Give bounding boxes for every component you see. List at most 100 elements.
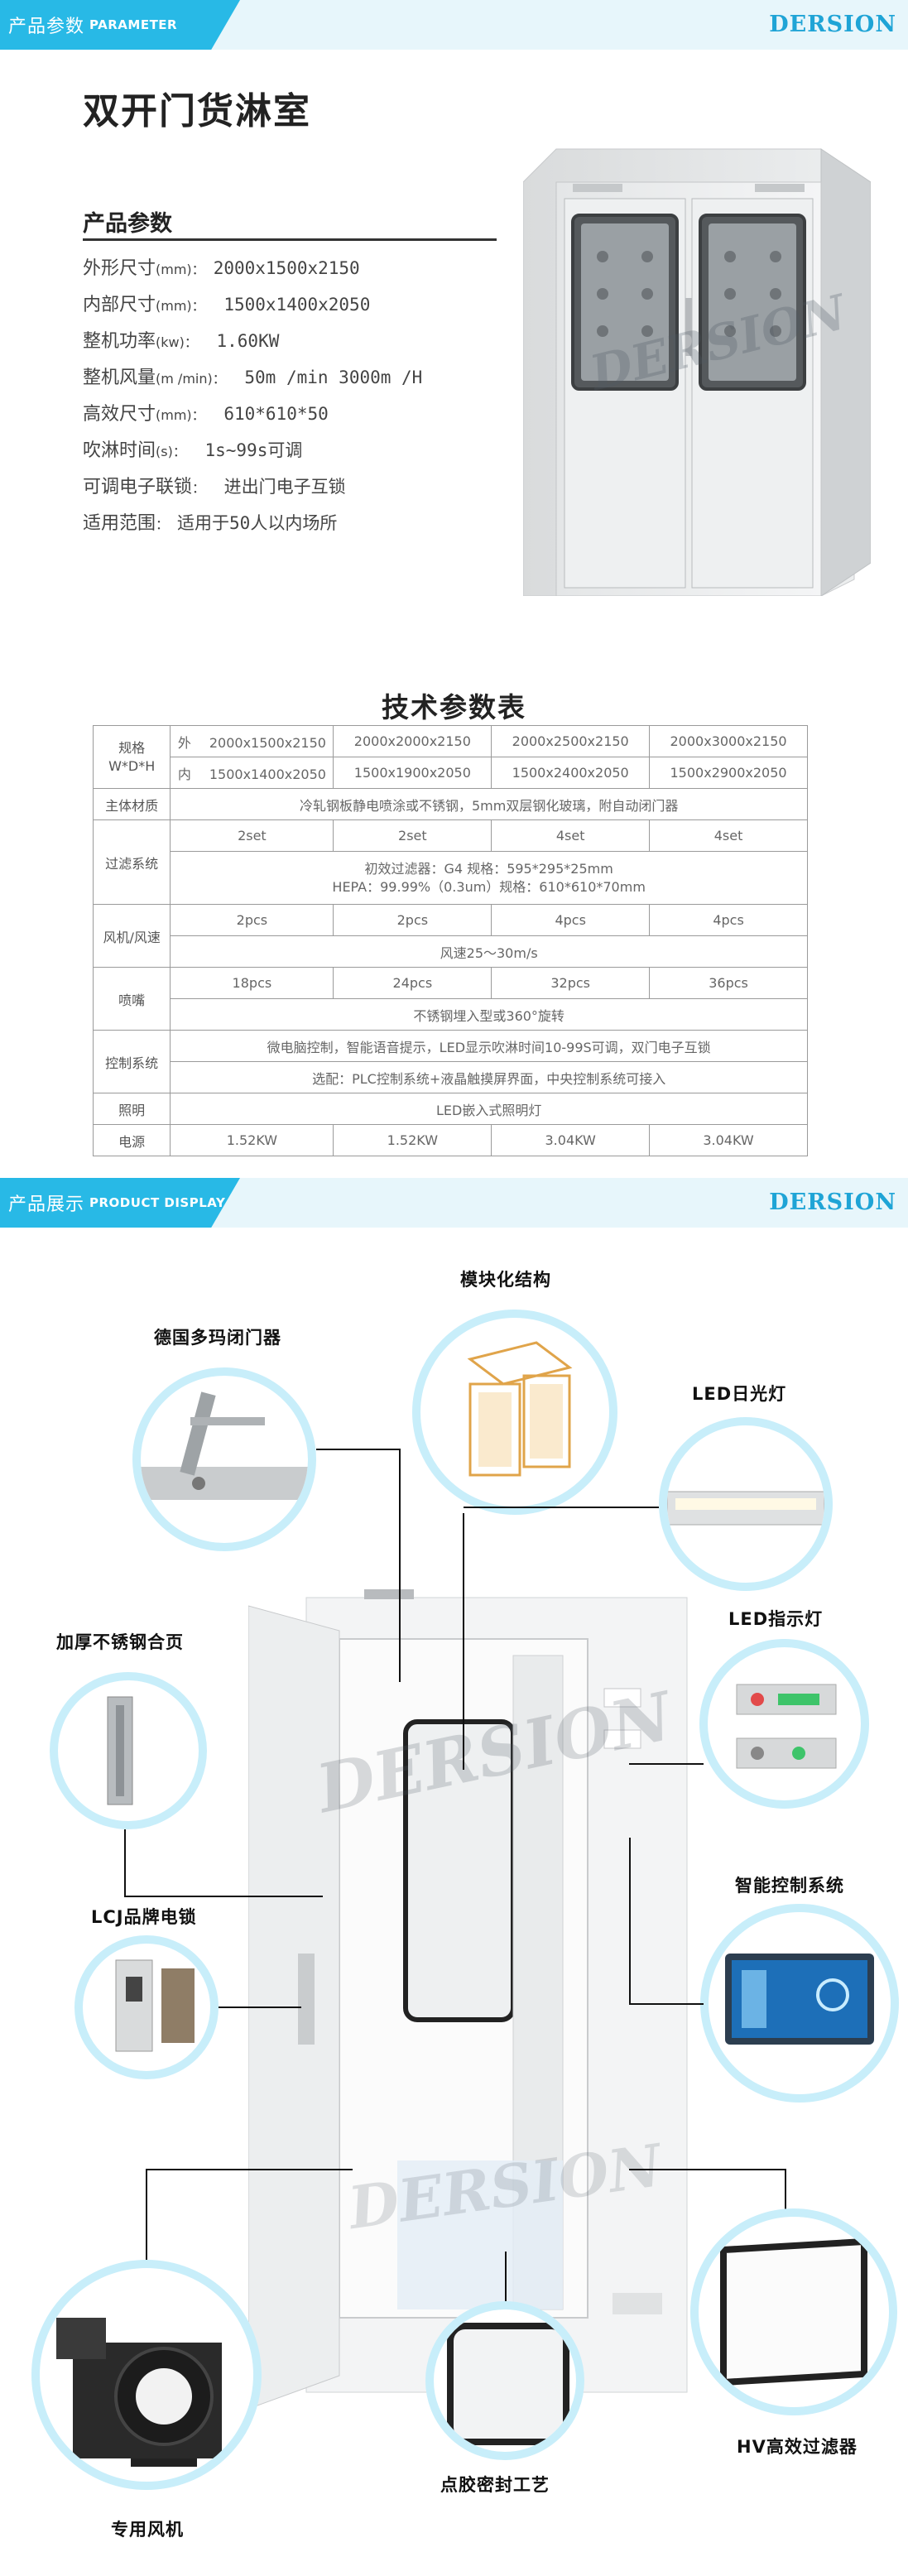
table-cell: 外 2000x1500x2150: [170, 725, 334, 757]
label-smart-control: 智能控制系统: [735, 1876, 844, 1896]
filter-line-2: HEPA：99.99%（0.3um）规格：610*610*70mm: [332, 878, 646, 895]
table-cell: 32pcs: [491, 967, 651, 999]
circle-closer: [132, 1367, 316, 1551]
inner-label: 内: [177, 766, 191, 782]
param-unit: (mm)：: [156, 298, 205, 314]
table-cell: 2pcs: [333, 904, 492, 936]
label-hepa: HV高效过滤器: [737, 2437, 858, 2457]
closer-icon: [141, 1391, 308, 1500]
table-cell: 选配：PLC控制系统+液晶触摸屏界面，中央控制系统可接入: [170, 1061, 808, 1093]
hinge-icon: [107, 1696, 133, 1805]
display-tab-cn: 产品展示: [8, 1194, 85, 1215]
leader-line: [124, 1896, 323, 1897]
table-cell: 2pcs: [170, 904, 334, 936]
table-cell: 2000x2500x2150: [491, 725, 651, 757]
param-value: 610*610*50: [213, 404, 329, 424]
param-label: 高效尺寸: [83, 404, 156, 425]
param-label: 整机风量: [83, 368, 156, 388]
param-row: 适用范围：适用于50人以内场所: [83, 505, 422, 541]
label-lock: LCJ品牌电锁: [91, 1907, 197, 1927]
table-cell: 2set: [170, 819, 334, 852]
label-modular: 模块化结构: [460, 1270, 551, 1290]
product-display: DERSION DERSION 模块化结构 德国多玛闭门器 LED日光灯: [0, 1225, 908, 2576]
inner-size: 1500x1400x2050: [209, 766, 326, 782]
leader-line: [785, 2169, 786, 2213]
param-unit: (s)：: [156, 444, 186, 459]
table-cell: 不锈钢埋入型或360°旋转: [170, 998, 808, 1031]
param-list: 外形尺寸(mm)：2000x1500x2150 内部尺寸(mm)： 1500x1…: [83, 250, 422, 541]
table-cell: 4set: [491, 819, 651, 852]
table-header: 过滤系统: [92, 819, 171, 905]
leader-line: [399, 1449, 401, 1682]
leader-line: [464, 1507, 659, 1508]
param-label: 外形尺寸: [83, 258, 156, 279]
param-value: 1.60KW: [205, 331, 280, 351]
table-cell: 1500x2900x2050: [649, 757, 808, 789]
table-header: 喷嘴: [92, 967, 171, 1031]
param-unit: (mm)：: [156, 262, 205, 277]
leader-line: [629, 2169, 786, 2170]
param-label: 适用范围: [83, 513, 156, 534]
table-row: 电源 1.52KW 1.52KW 3.04KW 3.04KW: [92, 1124, 808, 1156]
table-cell: 3.04KW: [649, 1124, 808, 1156]
table-cell: 4pcs: [491, 904, 651, 936]
table-cell: 24pcs: [333, 967, 492, 999]
outer-size: 2000x1500x2150: [209, 734, 326, 751]
leader-line: [146, 2169, 147, 2268]
parameter-banner: 产品参数 PARAMETER DERSION: [0, 0, 908, 50]
parameter-tab-cn: 产品参数: [8, 17, 85, 37]
param-label: 吹淋时间: [83, 440, 156, 461]
param-unit: (kw)：: [156, 334, 198, 350]
table-header: 控制系统: [92, 1030, 171, 1093]
leader-line: [463, 1513, 464, 1770]
label-fan: 专用风机: [111, 2520, 184, 2540]
table-cell: 4pcs: [649, 904, 808, 936]
display-banner: 产品展示 PRODUCT DISPLAY DERSION: [0, 1178, 908, 1228]
param-row: 内部尺寸(mm)： 1500x1400x2050: [83, 286, 422, 323]
leader-line: [316, 1449, 399, 1450]
sealing-icon: [447, 2323, 569, 2445]
table-row: 风机/风速 2pcs 2pcs 4pcs 4pcs: [92, 904, 808, 968]
table-cell: 1500x2400x2050: [491, 757, 651, 789]
filter-line-1: 初效过滤器：G4 规格：595*295*25mm: [364, 860, 613, 877]
fan-icon: [56, 2318, 222, 2467]
table-header: 风机/风速: [92, 904, 171, 968]
param-unit: (m /min)：: [156, 371, 226, 387]
outer-label: 外: [177, 734, 191, 751]
table-cell: 内 1500x1400x2050: [170, 757, 334, 789]
table-cell: 2000x2000x2150: [333, 725, 492, 757]
param-value: 适用于50人以内场所: [177, 513, 338, 533]
table-row: 不锈钢埋入型或360°旋转: [94, 998, 808, 1031]
spec-label-1: 规格: [118, 739, 146, 756]
modular-icon: [467, 1341, 573, 1477]
table-header: 主体材质: [92, 788, 171, 820]
param-row: 外形尺寸(mm)：2000x1500x2150: [83, 250, 422, 286]
table-row: 控制系统 微电脑控制，智能语音提示，LED显示吹淋时间10-99S可调，双门电子…: [92, 1030, 808, 1093]
product-photo: [523, 148, 871, 596]
param-row: 可调电子联锁： 进出门电子互锁: [83, 469, 422, 505]
param-row: 高效尺寸(mm)： 610*610*50: [83, 396, 422, 432]
lock-icon: [115, 1959, 195, 2052]
param-label: 可调电子联锁: [83, 477, 193, 497]
table-cell: 2set: [333, 819, 492, 852]
circle-led-light: [659, 1417, 833, 1591]
leader-line: [146, 2169, 353, 2170]
display-tab: 产品展示 PRODUCT DISPLAY: [0, 1178, 240, 1228]
table-cell: 3.04KW: [491, 1124, 651, 1156]
param-heading: 产品参数: [83, 211, 172, 237]
brand-logo: DERSION: [769, 1189, 896, 1215]
circle-led-indicator: [699, 1639, 869, 1809]
param-row: 吹淋时间(s)： 1s~99s可调: [83, 432, 422, 469]
table-cell: 微电脑控制，智能语音提示，LED显示吹淋时间10-99S可调，双门电子互锁: [170, 1030, 808, 1062]
table-row: 主体材质 冷轧钢板静电喷涂或不锈钢，5mm双层钢化玻璃，附自动闭门器: [92, 788, 808, 820]
table-header: 电源: [92, 1124, 171, 1156]
leader-line: [629, 1838, 631, 2005]
param-label: 内部尺寸: [83, 295, 156, 315]
circle-hinge: [50, 1672, 207, 1829]
parameter-tab: 产品参数 PARAMETER: [0, 0, 240, 50]
label-hinge: 加厚不锈钢合页: [56, 1632, 184, 1652]
table-cell: 1.52KW: [170, 1124, 334, 1156]
circle-fan: [31, 2260, 262, 2490]
